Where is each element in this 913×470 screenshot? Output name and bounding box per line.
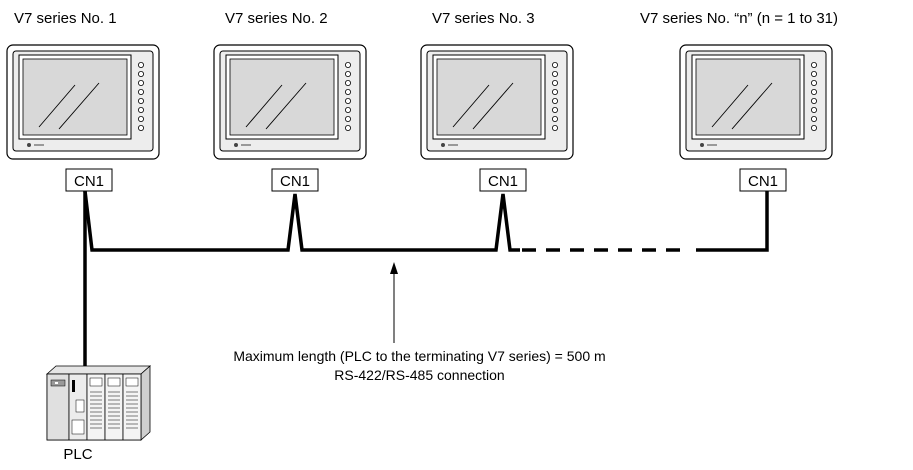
terminal-2-title: V7 series No. 2: [225, 10, 328, 27]
terminal-n-title: V7 series No. “n” (n = 1 to 31): [640, 10, 839, 27]
terminal-1-panel: [6, 44, 160, 160]
terminal-3-title: V7 series No. 3: [432, 10, 535, 27]
terminal-1-title: V7 series No. 1: [14, 10, 117, 27]
terminal-2-cn1-port: CN1: [271, 168, 319, 192]
terminal-n-cn1-label: CN1: [748, 173, 778, 190]
terminal-3-cn1-label: CN1: [488, 173, 518, 190]
length-arrow: [390, 262, 398, 343]
connection-type-note: RS-422/RS-485 connection: [334, 367, 505, 383]
plc-icon: [45, 365, 152, 441]
terminal-1-cn1-port: CN1: [65, 168, 113, 192]
max-length-note: Maximum length (PLC to the terminating V…: [233, 348, 606, 364]
terminal-2-cn1-label: CN1: [280, 173, 310, 190]
plc-label: PLC: [63, 446, 93, 463]
terminal-2-panel: [213, 44, 367, 160]
terminal-n-cn1-port: CN1: [739, 168, 787, 192]
rs485-last-segment: [696, 191, 769, 252]
rs485-trunk-cable: [83, 190, 520, 252]
terminal-n-panel: [679, 44, 833, 160]
terminal-3-panel: [420, 44, 574, 160]
terminal-1-cn1-label: CN1: [74, 173, 104, 190]
terminal-3-cn1-port: CN1: [479, 168, 527, 192]
